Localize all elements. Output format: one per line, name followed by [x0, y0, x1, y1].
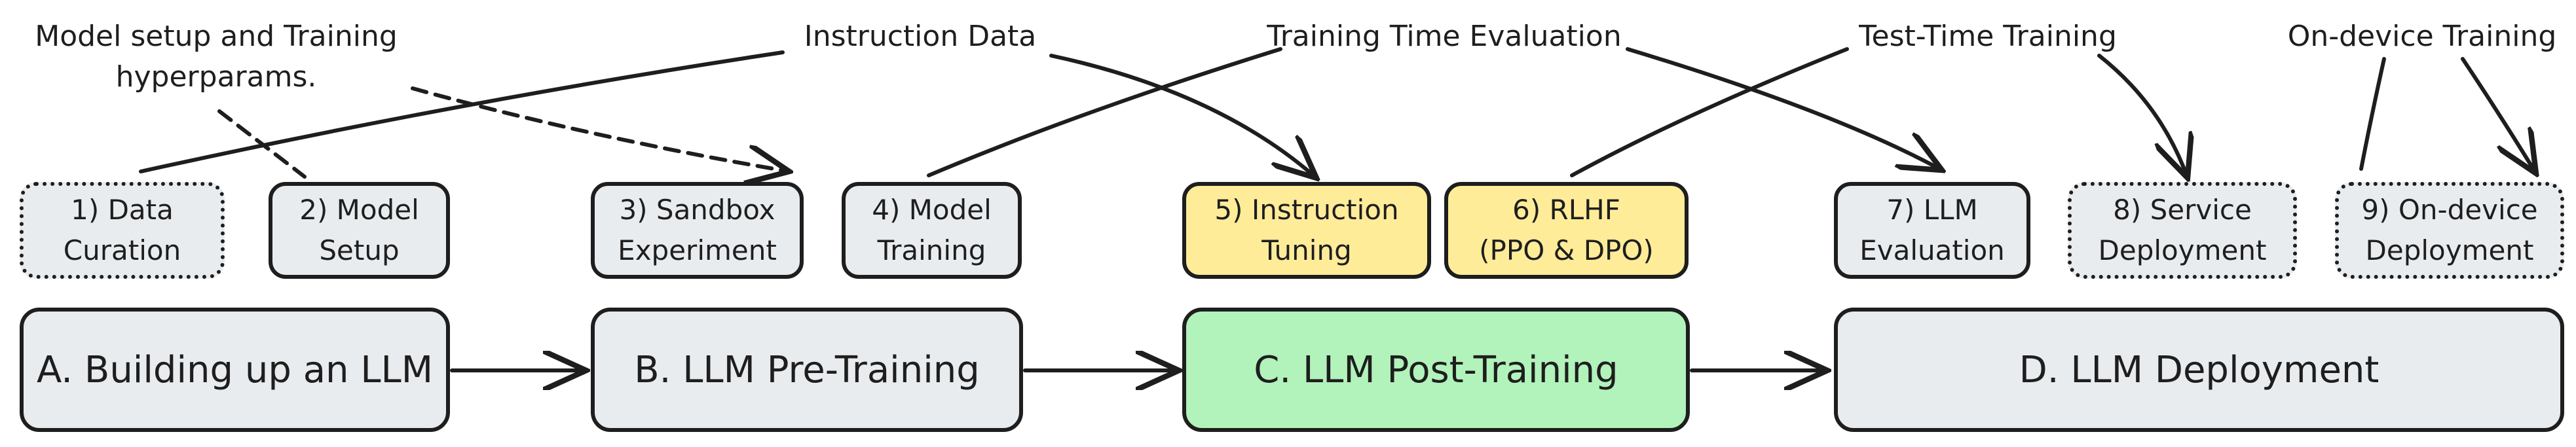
label-training-time-evaluation: Training Time Evaluation: [1267, 20, 1622, 53]
step-data-curation: 1) Data Curation: [20, 182, 225, 279]
label-instruction-data: Instruction Data: [804, 20, 1037, 53]
step-instruction-tuning: 5) Instruction Tuning: [1182, 182, 1431, 279]
connector-instruction-data-to-step5: [1049, 54, 1316, 178]
step-rlhf: 6) RLHF (PPO & DPO): [1444, 182, 1689, 279]
label-on-device-training: On-device Training: [2287, 20, 2557, 53]
stage-pre-training: B. LLM Pre-Training: [591, 308, 1023, 432]
step-sandbox-experiment: 3) Sandbox Experiment: [591, 182, 804, 279]
label-model-setup: Model setup and Training hyperparams.: [35, 20, 398, 94]
connector-training-eval-to-step7: [1626, 47, 1942, 170]
label-test-time-training: Test-Time Training: [1859, 20, 2117, 53]
connector-training-eval-to-step4: [927, 47, 1282, 177]
connector-on-device-to-step9-left: [2359, 57, 2386, 171]
stage-deployment: D. LLM Deployment: [1834, 308, 2564, 432]
step-service-deployment: 8) Service Deployment: [2068, 182, 2297, 279]
connector-on-device-to-step9-right: [2461, 57, 2536, 173]
stage-building-llm: A. Building up an LLM: [20, 308, 450, 432]
step-model-training: 4) Model Training: [842, 182, 1022, 279]
step-on-device-deployment: 9) On-device Deployment: [2335, 182, 2564, 279]
connector-instruction-data-to-step1: [139, 50, 785, 173]
stage-post-training: C. LLM Post-Training: [1182, 308, 1690, 432]
connector-test-time-to-step6: [1570, 47, 1849, 177]
connector-test-time-to-step8: [2097, 54, 2188, 178]
connector-model-setup-to-step3: [411, 86, 789, 171]
step-model-setup: 2) Model Setup: [269, 182, 450, 279]
step-llm-evaluation: 7) LLM Evaluation: [1834, 182, 2030, 279]
